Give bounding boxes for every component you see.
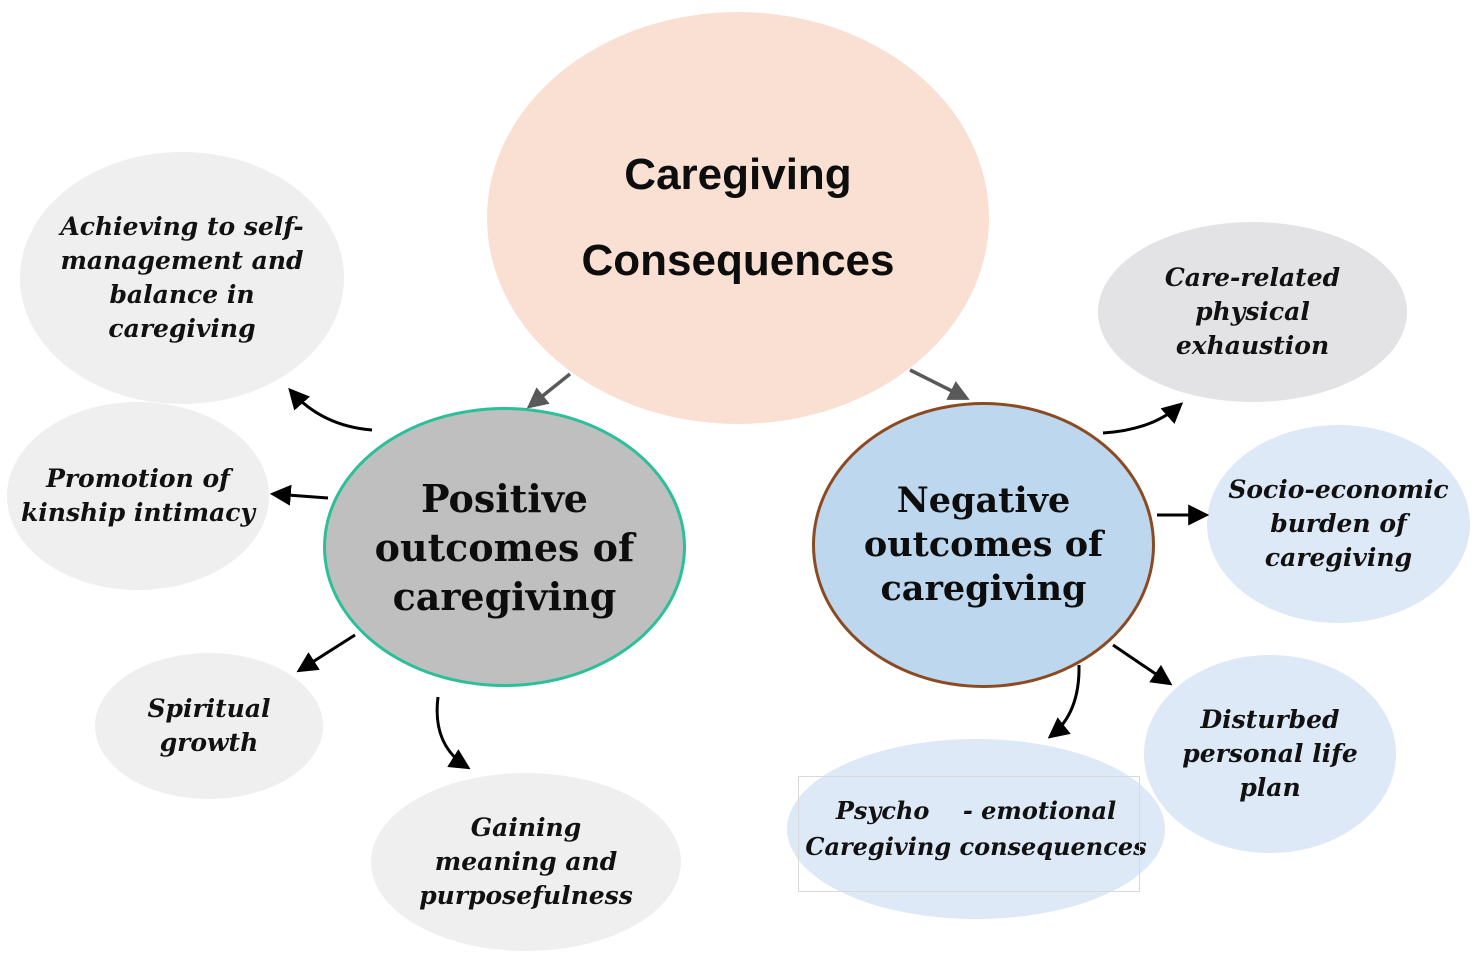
outcome-label-line: caregiving [1264, 543, 1413, 572]
outcome-label-line: Promotion of [46, 464, 230, 493]
outcome-label-line: Spiritual [147, 694, 271, 723]
outcome-label-line: Disturbed [1200, 705, 1340, 734]
outcome-label-line: growth [159, 728, 259, 757]
outcome-label-line: exhaustion [1175, 331, 1330, 360]
outcome-spiritual-growth-node: Spiritual growth [95, 653, 323, 799]
arrow-root-to-negative [909, 368, 970, 400]
outcome-label-line: Caregiving consequences [805, 832, 1147, 861]
outcome-physical-exhaustion-node: Care-related physical exhaustion [1098, 222, 1407, 402]
arrow-negative-to-physical [1102, 402, 1184, 435]
negative-outcomes-label: Negative outcomes of caregiving [864, 479, 1103, 611]
positive-outcomes-node: Positive outcomes of caregiving [323, 407, 686, 687]
negative-label-line: outcomes of [863, 524, 1104, 565]
outcome-label-line: Socio-economic [1228, 475, 1449, 504]
positive-label-line: outcomes of [374, 524, 635, 570]
negative-outcomes-node: Negative outcomes of caregiving [812, 402, 1155, 688]
outcome-label-line: physical [1195, 297, 1310, 326]
outcome-physical-exhaustion-label: Care-related physical exhaustion [1165, 261, 1340, 363]
arrow-positive-to-meaning [435, 696, 471, 770]
negative-label-line: caregiving [880, 568, 1087, 609]
root-node-caregiving-consequences: Caregiving Consequences [487, 12, 989, 424]
outcome-label-line: Gaining [470, 813, 582, 842]
outcome-disturbed-life-plan-label: Disturbed personal life plan [1182, 703, 1358, 805]
arrow-positive-to-self-management [288, 387, 373, 432]
positive-label-line: caregiving [392, 573, 617, 619]
outcome-socio-economic-burden-node: Socio-economic burden of caregiving [1207, 425, 1470, 623]
outcome-label-line: Psycho - emotional [835, 796, 1117, 825]
outcome-label-line: balance in [109, 280, 255, 309]
outcome-label-line: burden of [1270, 509, 1407, 538]
outcome-kinship-intimacy-node: Promotion of kinship intimacy [7, 402, 269, 590]
root-label-line: Consequences [581, 236, 895, 285]
root-label-line: Caregiving [624, 150, 852, 199]
outcome-meaning-purposefulness-node: Gaining meaning and purposefulness [371, 773, 681, 951]
outcome-self-management-node: Achieving to self- management and balanc… [20, 152, 344, 404]
outcome-label-line: Care-related [1164, 263, 1341, 292]
psycho-emotional-text-frame [798, 776, 1140, 892]
outcome-label-line: Achieving to self- [60, 212, 304, 241]
outcome-meaning-purposefulness-label: Gaining meaning and purposefulness [419, 811, 633, 913]
positive-outcomes-label: Positive outcomes of caregiving [375, 474, 635, 621]
outcome-kinship-intimacy-label: Promotion of kinship intimacy [21, 462, 255, 530]
outcome-label-line: caregiving [108, 314, 256, 343]
outcome-label-line: purposefulness [419, 881, 633, 910]
outcome-self-management-label: Achieving to self- management and balanc… [60, 210, 303, 346]
positive-label-line: Positive [421, 475, 588, 521]
arrow-positive-to-kinship [269, 484, 329, 506]
arrow-negative-to-psycho-emotional [1047, 664, 1081, 739]
arrow-root-to-positive [526, 372, 572, 409]
outcome-disturbed-life-plan-node: Disturbed personal life plan [1144, 655, 1396, 853]
negative-label-line: Negative [896, 480, 1071, 521]
outcome-label-line: meaning and [434, 847, 618, 876]
arrow-negative-to-life-plan [1112, 643, 1173, 686]
outcome-label-line: plan [1239, 773, 1301, 802]
outcome-label-line: management and [60, 246, 304, 275]
arrow-positive-to-spiritual [296, 633, 356, 673]
outcome-socio-economic-burden-label: Socio-economic burden of caregiving [1228, 473, 1448, 575]
outcome-psycho-emotional-label: Psycho - emotional Caregiving consequenc… [805, 793, 1146, 865]
outcome-label-line: kinship intimacy [20, 498, 256, 527]
root-node-label: Caregiving Consequences [582, 132, 895, 304]
outcome-spiritual-growth-label: Spiritual growth [147, 692, 270, 760]
outcome-psycho-emotional-node: Psycho - emotional Caregiving consequenc… [787, 739, 1165, 919]
outcome-label-line: personal life [1182, 739, 1358, 768]
